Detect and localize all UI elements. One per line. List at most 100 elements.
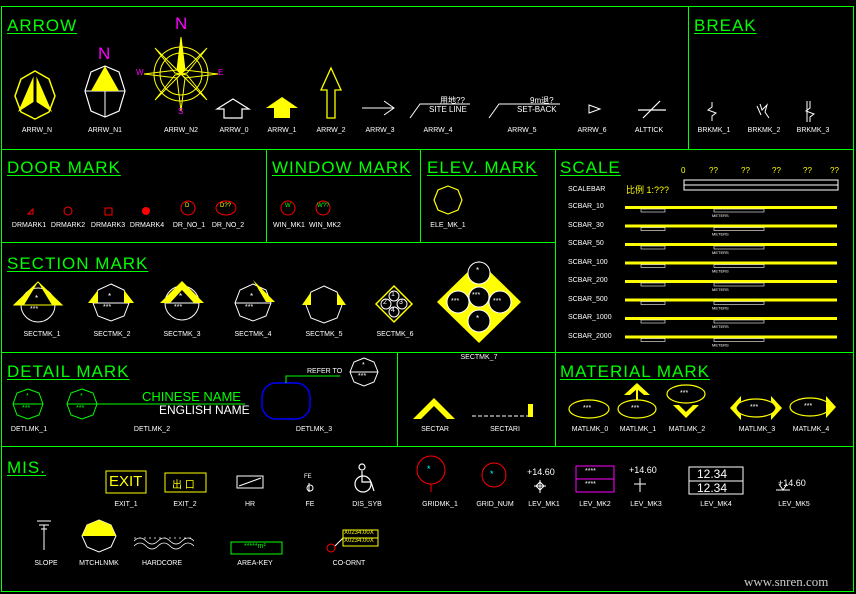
co-ornt-symbol [326,529,379,553]
detl3-stars: *** [358,373,367,380]
sectmk-2-symbol [88,283,134,322]
sect6-quad: 2 [383,299,387,306]
arrow-label: ARRW_0 [219,127,249,134]
section-title-break: BREAK [694,16,757,35]
lev2-top: **** [585,468,596,475]
sect6-quad: 1 [391,291,395,298]
scalebar-row-segment [713,338,765,342]
window-code-1: W [285,203,291,209]
alttick-symbol [638,100,666,119]
scale-bars: METERSMETERSMETERSMETERSMETERSMETERSMETE… [625,179,839,348]
win-mk1-symbol [280,200,296,216]
sect7-stars: *** [493,298,502,305]
matlmk-3-symbol [730,396,782,420]
sect6-quad: 3 [399,299,403,306]
door-label: DRMARK3 [90,222,126,229]
lev2-bottom: **** [585,481,596,488]
mis-label: GRIDMK_1 [422,501,458,508]
scalebar-row-segment [640,245,666,250]
door-code-1: D [185,203,190,209]
lev4-value-bottom: 12.34 [697,481,728,495]
mis-label: LEV_MK2 [579,501,611,508]
mis-label: LEV_MK4 [700,501,732,508]
scalebar-row-segment [640,301,666,305]
scale-row-label: SCBAR_200 [568,277,608,284]
scale-row-label: SCBAR_500 [568,295,608,303]
detlmk-1-symbol [12,388,44,420]
scalebar-row-segment [713,282,765,287]
scalebar-row-segment [713,301,765,305]
mat0-stars: *** [583,405,592,412]
drmark2-symbol [63,206,73,216]
door-code-2: D?? [220,203,232,209]
break-label: BRKMK_1 [697,127,731,134]
mat4-stars: *** [804,403,813,410]
scalebar-unit-text: METERS [712,306,729,311]
scale-ratio-text: 比例 1:??? [626,185,670,195]
scalebar-unit-text: METERS [712,324,729,329]
detail-label: DETLMK_2 [133,426,171,433]
watermark-text: www.snren.com [744,574,829,589]
sectar-symbol [413,398,455,419]
door-label: DRMARK1 [11,222,47,229]
scale-tick: ?? [830,166,839,175]
arrw-4-symbol [409,103,470,119]
arrw-n1-symbol [84,65,126,118]
lev-mk1-symbol [534,480,546,493]
scalebar-row-segment [713,319,765,324]
dr-no-1-symbol [180,200,196,216]
scalebar-row-segment [640,208,666,213]
sect3-stars: *** [174,304,183,311]
scalebar-row-bar [625,317,837,320]
scale-row-label: SCBAR_30 [568,221,604,229]
section-label: SECTMK_4 [234,331,272,338]
section-label: SECTMK_3 [163,331,201,338]
site-line-top: 用地?? [440,96,465,105]
compass-s-letter: S [178,107,184,116]
scalebar-row-segment [713,208,765,213]
coord-2-text: X0234.00X [344,538,374,544]
arrow-label: ARRW_6 [577,127,607,134]
mis-label: SLOPE [34,560,58,567]
arrw-3-symbol [362,100,395,116]
slope-symbol [37,520,51,550]
section-title-door: DOOR MARK [7,158,121,177]
exit-text: EXIT [109,473,143,490]
sect6-quad: 4 [391,307,395,314]
grid-num-star: * [490,469,494,479]
detail-label: DETLMK_1 [10,426,48,433]
mis-label: MTCHLNMK [79,560,119,567]
scalebar-row-segment [713,245,765,250]
arrow-label: ALTTICK [634,127,664,134]
drmark3-symbol [104,207,113,216]
detail-label: SECTAR [421,426,449,433]
scale-tick: ?? [741,166,750,175]
section-title-scale: SCALE [560,158,621,177]
drmark4-symbol [142,207,150,215]
win-mk2-symbol [315,200,331,216]
detl2-star: * [80,393,83,400]
detail-label: SECTARI [490,426,520,433]
scale-row-label: SCBAR_50 [568,240,604,247]
arrow-label: ARRW_4 [423,127,453,134]
sect7-star: * [476,266,480,275]
material-label: MATLMK_2 [668,426,706,433]
lev-mk4-symbol [688,466,744,495]
sect2-stars: *** [103,304,112,311]
scalebar-row-segment [640,338,666,342]
scalebar-unit-text: METERS [712,250,729,255]
section-title-arrow: ARROW [7,16,78,35]
arrw-2-symbol [319,66,343,119]
scalebar-row-bar [625,335,837,339]
mat3-stars: *** [750,404,759,411]
mis-label: EXIT_2 [173,501,197,508]
area-key-text: *****m² [244,543,266,550]
mis-label: FE [305,501,315,508]
scalebar-row-segment [713,264,765,268]
section-label: SECTMK_5 [305,331,343,338]
arrw-1-symbol [266,97,298,118]
matlmk-2-symbol [666,384,706,418]
mis-label: LEV_MK5 [778,501,810,508]
setback-bottom: SET-BACK [517,105,557,114]
